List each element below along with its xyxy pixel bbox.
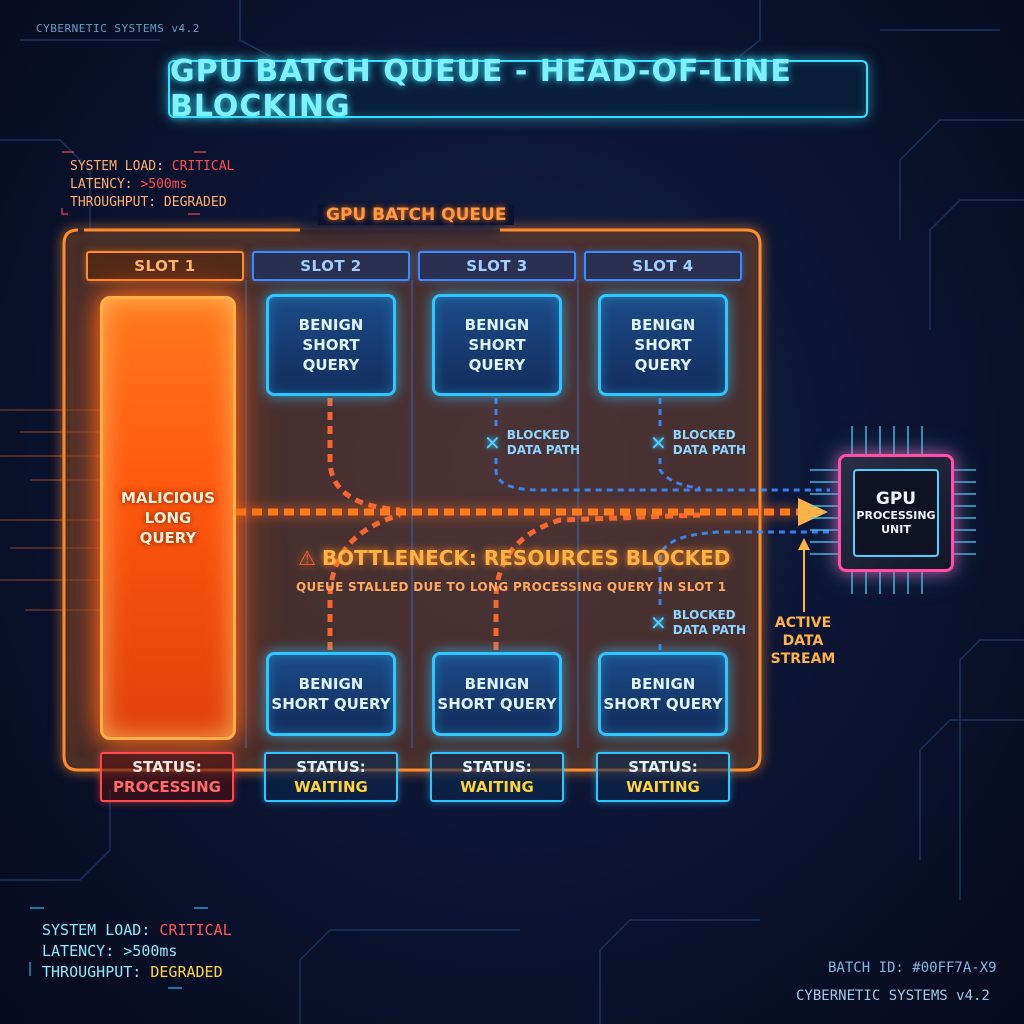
blocked-label: BLOCKED DATA PATH — [672, 608, 747, 637]
status-label: STATUS: — [132, 758, 202, 776]
system-status-panel-bottom: SYSTEM LOAD: CRITICAL LATENCY: >500ms TH… — [42, 920, 232, 983]
slot-tab-1: SLOT 1 — [86, 251, 244, 281]
benign-query-slot2-bottom: BENIGN SHORT QUERY — [266, 652, 396, 736]
blocked-label: BLOCKED DATA PATH — [506, 428, 581, 457]
system-status-panel-top: SYSTEM LOAD: CRITICAL LATENCY: >500ms TH… — [70, 158, 234, 212]
blocked-label: BLOCKED DATA PATH — [672, 428, 747, 457]
status-label: STATUS: — [628, 758, 698, 776]
title-banner: GPU BATCH QUEUE - HEAD-OF-LINE BLOCKING — [168, 54, 868, 124]
status-slot-1: STATUS: PROCESSING — [100, 752, 234, 802]
slot-tab-3: SLOT 3 — [418, 251, 576, 281]
top-brand-label: CYBERNETIC SYSTEMS v4.2 — [36, 22, 200, 35]
latency-label: LATENCY: — [42, 942, 124, 960]
bottleneck-note: QUEUE STALLED DUE TO LONG PROCESSING QUE… — [296, 580, 727, 594]
status-slot-4: STATUS: WAITING — [596, 752, 730, 802]
status-label: STATUS: — [296, 758, 366, 776]
benign-query-slot3-top: BENIGN SHORT QUERY — [432, 294, 562, 396]
benign-query-slot2-top: BENIGN SHORT QUERY — [266, 294, 396, 396]
slot-tab-2: SLOT 2 — [252, 251, 410, 281]
slot-tab-4: SLOT 4 — [584, 251, 742, 281]
benign-query-slot4-top: BENIGN SHORT QUERY — [598, 294, 728, 396]
warning-icon: ⚠ — [298, 546, 316, 570]
blocked-path-slot4-bottom: ✕ BLOCKED DATA PATH — [650, 608, 746, 638]
latency-label: LATENCY: — [70, 177, 141, 192]
gpu-subtitle: PROCESSING UNIT — [856, 509, 936, 536]
benign-query-slot4-bottom: BENIGN SHORT QUERY — [598, 652, 728, 736]
footer-brand: CYBERNETIC SYSTEMS v4.2 — [796, 988, 990, 1004]
arrow-head — [798, 498, 828, 526]
status-value: WAITING — [626, 778, 700, 796]
queue-label: GPU BATCH QUEUE — [318, 205, 515, 225]
status-label: STATUS: — [462, 758, 532, 776]
x-icon: ✕ — [650, 611, 667, 635]
x-icon: ✕ — [484, 431, 501, 455]
load-label: SYSTEM LOAD: — [70, 159, 172, 174]
malicious-long-query: MALICIOUS LONG QUERY — [100, 296, 236, 740]
load-value: CRITICAL — [159, 921, 232, 939]
status-value: PROCESSING — [113, 778, 221, 796]
page-title: GPU BATCH QUEUE - HEAD-OF-LINE BLOCKING — [170, 54, 792, 124]
throughput-label: THROUGHPUT: — [42, 963, 151, 981]
benign-query-slot3-bottom: BENIGN SHORT QUERY — [432, 652, 562, 736]
throughput-value: DEGRADED — [150, 963, 223, 981]
gpu-die: GPU PROCESSING UNIT — [853, 469, 939, 557]
status-slot-2: STATUS: WAITING — [264, 752, 398, 802]
throughput-label: THROUGHPUT: — [70, 195, 164, 210]
latency-value: >500ms — [140, 177, 188, 192]
bottleneck-title: BOTTLENECK: RESOURCES BLOCKED — [321, 546, 731, 570]
latency-value: >500ms — [123, 942, 178, 960]
bottleneck-banner: ⚠ BOTTLENECK: RESOURCES BLOCKED — [298, 546, 730, 570]
x-icon: ✕ — [650, 431, 667, 455]
throughput-value: DEGRADED — [163, 195, 227, 210]
status-slot-3: STATUS: WAITING — [430, 752, 564, 802]
blocked-path-slot3: ✕ BLOCKED DATA PATH — [484, 428, 580, 458]
active-data-stream-label: ACTIVE DATA STREAM — [770, 615, 836, 667]
load-value: CRITICAL — [171, 159, 235, 174]
batch-id: BATCH ID: #00FF7A-X9 — [828, 960, 997, 976]
status-value: WAITING — [460, 778, 534, 796]
load-label: SYSTEM LOAD: — [42, 921, 160, 939]
status-value: WAITING — [294, 778, 368, 796]
gpu-title: GPU — [875, 489, 917, 509]
gpu-processing-unit: GPU PROCESSING UNIT — [838, 454, 954, 572]
blocked-path-slot4-top: ✕ BLOCKED DATA PATH — [650, 428, 746, 458]
